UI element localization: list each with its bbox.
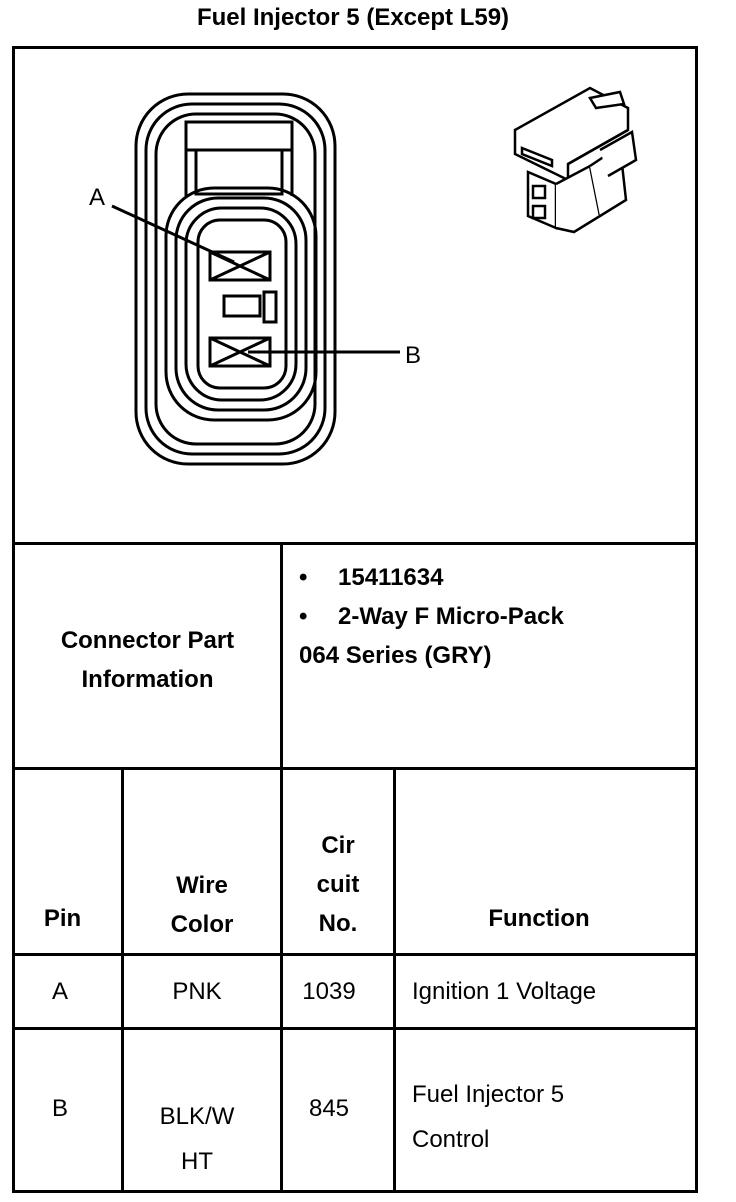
frame-left	[12, 46, 15, 1193]
divider-info-col	[280, 542, 283, 770]
connector-info-label-line2: Information	[81, 666, 214, 693]
row-b-function: Fuel Injector 5 Control	[412, 1072, 564, 1162]
header-wire-line2: Color	[170, 911, 234, 938]
header-circuit-no: Cir cuit No.	[283, 826, 393, 943]
header-circuit-line1: Cir	[321, 832, 355, 859]
divider-row-a	[12, 1027, 698, 1030]
header-wire-color: Wire Color	[124, 866, 280, 944]
key-slot	[222, 294, 262, 318]
latch-window	[194, 148, 284, 196]
bullet-2: •	[299, 603, 308, 630]
row-b-wire-line1: BLK/W	[159, 1103, 235, 1130]
face-outer	[164, 186, 318, 422]
frame-right	[695, 46, 698, 1193]
header-function: Function	[488, 905, 590, 932]
row-b-circuit: 845	[308, 1095, 350, 1122]
pin-b-callout: B	[405, 342, 422, 369]
divider-col-circuit	[393, 767, 396, 1193]
row-a-function: Ignition 1 Voltage	[412, 978, 597, 1005]
divider-info	[12, 767, 698, 770]
housing-outer-ring	[134, 92, 337, 466]
row-b-function-line1: Fuel Injector 5	[412, 1081, 565, 1108]
header-pin: Pin	[43, 905, 82, 932]
connector-description-line2: 064 Series (GRY)	[299, 642, 492, 669]
connector-description-line1: 2-Way F Micro-Pack	[338, 603, 564, 630]
part-number: 15411634	[338, 564, 444, 591]
frame-top	[12, 46, 698, 49]
row-b-wire-color: BLK/W HT	[124, 1094, 270, 1184]
cavity-block	[196, 218, 288, 390]
row-a-pin: A	[51, 978, 68, 1005]
row-a-wire-color: PNK	[172, 978, 222, 1005]
cavity-b-cross	[209, 336, 271, 368]
divider-col-wire	[280, 767, 283, 1193]
connector-info-label-line1: Connector Part	[60, 627, 235, 654]
divider-col-pin	[121, 767, 124, 1193]
face-middle	[174, 196, 308, 412]
key-tab	[262, 290, 278, 324]
header-circuit-line3: No.	[318, 910, 358, 937]
header-wire-line1: Wire	[176, 872, 228, 899]
row-a-circuit: 1039	[302, 978, 356, 1005]
housing-middle-ring	[144, 102, 327, 456]
row-b-function-line2: Control	[412, 1126, 490, 1153]
header-circuit-line2: cuit	[316, 871, 360, 898]
cavity-a	[208, 250, 272, 282]
divider-diagram	[12, 542, 698, 545]
page-title: Fuel Injector 5 (Except L59)	[196, 4, 510, 31]
row-b-wire-line2: HT	[181, 1148, 213, 1175]
leader-a	[111, 204, 235, 264]
divider-header	[12, 953, 698, 956]
frame-bottom	[12, 1190, 698, 1193]
latch-outline	[184, 120, 294, 196]
bullet-1: •	[299, 564, 308, 591]
face-inner	[184, 206, 298, 402]
connector-iso-view	[513, 86, 638, 234]
connector-info-label: Connector Part Information	[15, 621, 280, 699]
pin-a-callout: A	[89, 184, 106, 211]
row-b-pin: B	[51, 1095, 68, 1122]
